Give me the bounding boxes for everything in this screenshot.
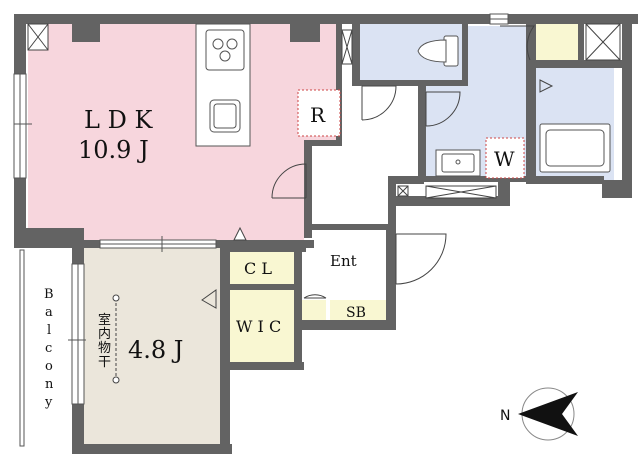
closet-label: C L (244, 259, 272, 278)
balcony-rail (19, 249, 25, 447)
linen-storage-floor (536, 24, 578, 60)
indoor-drying-rail (112, 294, 120, 384)
bedroom-size-label: 4.8 J (128, 336, 183, 364)
svg-text:物: 物 (98, 341, 111, 356)
entrance-floor (304, 230, 388, 294)
pipe-shafts (27, 23, 621, 199)
svg-text:o: o (45, 359, 53, 374)
closet-floor (228, 250, 296, 284)
shoebox-floor (330, 300, 386, 322)
washbasin (435, 149, 481, 177)
kitchen-counter (195, 23, 251, 147)
ldk-size-label: 10.9 J (78, 136, 149, 164)
compass: N (500, 387, 578, 441)
refrigerator-label: R (310, 103, 326, 127)
svg-text:l: l (47, 323, 51, 338)
compass-north-label: N (500, 408, 510, 424)
svg-text:a: a (45, 305, 53, 320)
svg-text:y: y (44, 395, 53, 410)
svg-text:室: 室 (98, 312, 111, 328)
wic-label: W I C (236, 317, 281, 336)
toilet-fixture (417, 35, 459, 67)
balcony-label: B a l c o n y (44, 287, 54, 410)
ldk-label: L D K (84, 106, 153, 134)
svg-text:n: n (45, 377, 54, 392)
room-fills (24, 24, 614, 446)
doors (201, 25, 554, 309)
svg-text:内: 内 (98, 326, 111, 342)
svg-text:c: c (45, 341, 52, 356)
svg-text:干: 干 (98, 355, 111, 370)
washer-label: W (494, 147, 515, 171)
wic-floor (228, 290, 296, 364)
refrigerator-space (297, 89, 341, 137)
compass-arrow-icon (518, 392, 578, 436)
balcony-floor (24, 250, 74, 446)
shoebox-label: SB (346, 305, 366, 321)
shoebox-small-floor (302, 300, 326, 322)
washer-space (485, 137, 525, 179)
bathtub (539, 123, 611, 173)
indoor-drying-label: 室 内 物 干 (98, 312, 111, 370)
windows (13, 13, 509, 405)
svg-text:B: B (44, 287, 54, 302)
entrance-label: Ent (330, 252, 357, 270)
ldk-floor (28, 24, 338, 240)
